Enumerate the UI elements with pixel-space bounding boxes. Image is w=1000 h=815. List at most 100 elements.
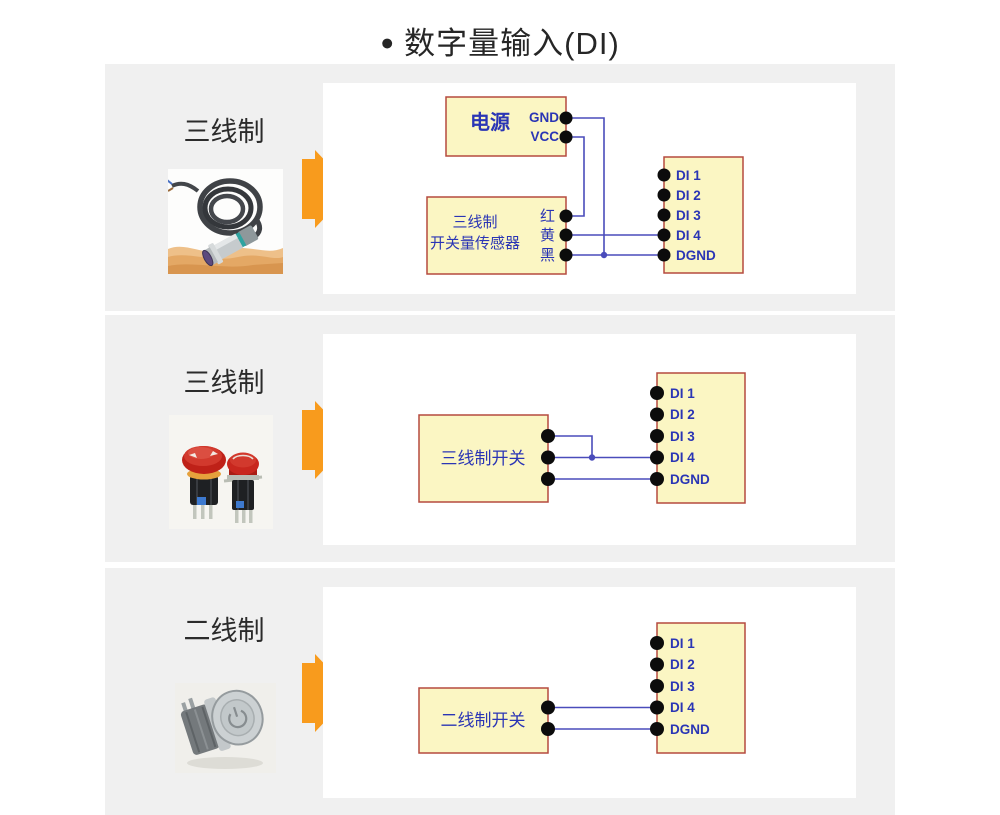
pin-label-dgnd: DGND — [670, 472, 710, 487]
pin-dot-switch1 — [541, 700, 555, 715]
pin-label-di1: DI 1 — [670, 386, 695, 401]
pin-dot-di2 — [657, 188, 671, 202]
pin-label-di2: DI 2 — [670, 657, 695, 672]
cap-arrow-mark — [189, 453, 197, 458]
switch-box — [418, 687, 549, 754]
blue-band — [197, 497, 206, 505]
diagram-canvas: 电源 GND VCC 三线制 开关量传感器 红 黄 黑 DI 1 DI 2 DI… — [323, 83, 856, 294]
estop-button-left — [182, 446, 226, 519]
pin-label-di3: DI 3 — [670, 679, 695, 694]
pin-label-black: 黑 — [540, 248, 555, 264]
switch-box-label: 二线制开关 — [441, 711, 526, 730]
pin-label-gnd: GND — [529, 110, 559, 125]
power-box-label: 电源 — [470, 111, 510, 134]
bullet-icon: ● — [380, 29, 395, 55]
pin-dot-di4 — [657, 228, 671, 242]
section-label: 二线制 — [183, 616, 265, 646]
wire-gnd-black — [566, 117, 605, 255]
pin-dot-dgnd — [650, 472, 664, 486]
wire-junction-dot — [600, 251, 608, 259]
pin-dot-switch3 — [541, 472, 555, 486]
wire-vcc-red — [566, 136, 585, 217]
terminal-pin — [235, 510, 239, 523]
sensor-box-label-line2: 开关量传感器 — [430, 235, 520, 252]
wire-pin1-node — [548, 435, 593, 458]
cable-coil — [197, 178, 263, 236]
pin-dot-di3 — [650, 679, 664, 693]
wiring-diagram-three-wire-switch: 三线制开关 DI 1 DI 2 DI 3 DI 4 DGND — [418, 372, 746, 504]
pin-label-di1: DI 1 — [670, 636, 695, 651]
flange-nut — [208, 243, 224, 265]
pin-dot-di1 — [657, 168, 671, 182]
di-module-box — [663, 156, 744, 274]
wire-tip-blue — [168, 179, 173, 185]
pin-dot-switch2 — [541, 722, 555, 736]
pin-dot-gnd — [559, 111, 573, 125]
diagram-canvas: 二线制开关 DI 1 DI 2 DI 3 DI 4 DGND — [323, 587, 856, 798]
estop-button-right — [223, 452, 263, 523]
terminal-pin — [209, 505, 213, 519]
pin-dot-black — [559, 248, 573, 262]
power-symbol-icon — [232, 706, 239, 718]
di-module-box — [656, 372, 746, 504]
emergency-stop-buttons-photo — [169, 415, 273, 529]
page-title-text: 数字量输入(DI) — [404, 26, 620, 61]
photo-background — [169, 415, 273, 529]
sensor-box-label-line1: 三线制 — [452, 214, 497, 231]
cable-tail — [171, 181, 200, 193]
power-box — [445, 96, 567, 157]
diagram-canvas: 三线制开关 DI 1 DI 2 DI 3 DI 4 DGND — [323, 334, 856, 545]
cap-arrow-mark — [210, 451, 218, 456]
terminal-pin — [242, 510, 246, 523]
page-title: ● 数字量输入(DI) — [0, 18, 1000, 63]
pin-dot-di3 — [650, 429, 664, 443]
pin-dot-di3 — [657, 208, 671, 222]
pin-dot-di2 — [650, 657, 664, 672]
pin-dot-dgnd — [650, 722, 664, 736]
pin-label-di4: DI 4 — [676, 228, 701, 243]
pin-dot-di1 — [650, 386, 664, 400]
pin-dot-vcc — [559, 130, 573, 144]
wire-junction-dot — [588, 454, 596, 461]
sensor-body — [202, 225, 259, 267]
pin-dot-dgnd — [657, 248, 671, 262]
pin-label-yellow: 黄 — [540, 227, 555, 244]
pin-dot-di1 — [650, 636, 664, 650]
pin-label-di2: DI 2 — [670, 407, 695, 422]
proximity-sensor-photo — [168, 169, 283, 274]
section-label: 三线制 — [183, 368, 265, 398]
blue-band — [236, 501, 244, 508]
section-two-wire-switch: 二线制 — [105, 568, 895, 815]
pin-label-di1: DI 1 — [676, 168, 701, 183]
pin-dot-switch1 — [541, 429, 555, 443]
pin-dot-yellow — [559, 228, 573, 242]
section-three-wire-sensor: 三线制 — [105, 64, 895, 311]
wire-tip-brown — [168, 187, 174, 192]
pin-dot-di2 — [650, 407, 664, 422]
sensor-lens — [202, 249, 214, 267]
pin-dot-switch2 — [541, 450, 555, 465]
di-module-box — [656, 622, 746, 754]
terminal-pin — [201, 505, 205, 519]
cable-coil — [202, 186, 254, 230]
pin-label-di2: DI 2 — [676, 188, 701, 203]
power-symbol-icon — [228, 709, 248, 729]
pin-label-di4: DI 4 — [670, 450, 695, 465]
pin-label-red: 红 — [540, 208, 555, 225]
cap-ring-mark — [232, 454, 254, 460]
wiring-diagram-two-wire-switch: 二线制开关 DI 1 DI 2 DI 3 DI 4 DGND — [418, 622, 746, 754]
pin-label-di4: DI 4 — [670, 700, 695, 715]
pin-label-vcc: VCC — [530, 129, 559, 144]
switch-box-label: 三线制开关 — [441, 449, 526, 468]
wiring-diagram-three-wire-sensor: 电源 GND VCC 三线制 开关量传感器 红 黄 黑 DI 1 DI 2 DI… — [426, 96, 744, 275]
pin-label-di3: DI 3 — [670, 429, 695, 444]
pin-label-dgnd: DGND — [676, 248, 716, 263]
pin-dot-di4 — [650, 450, 664, 465]
pin-label-di3: DI 3 — [676, 208, 701, 223]
switch-box — [418, 414, 549, 503]
section-label: 三线制 — [183, 117, 265, 147]
teal-band — [233, 232, 247, 249]
terminal-pin — [193, 505, 197, 519]
pin-dot-red — [559, 209, 573, 223]
